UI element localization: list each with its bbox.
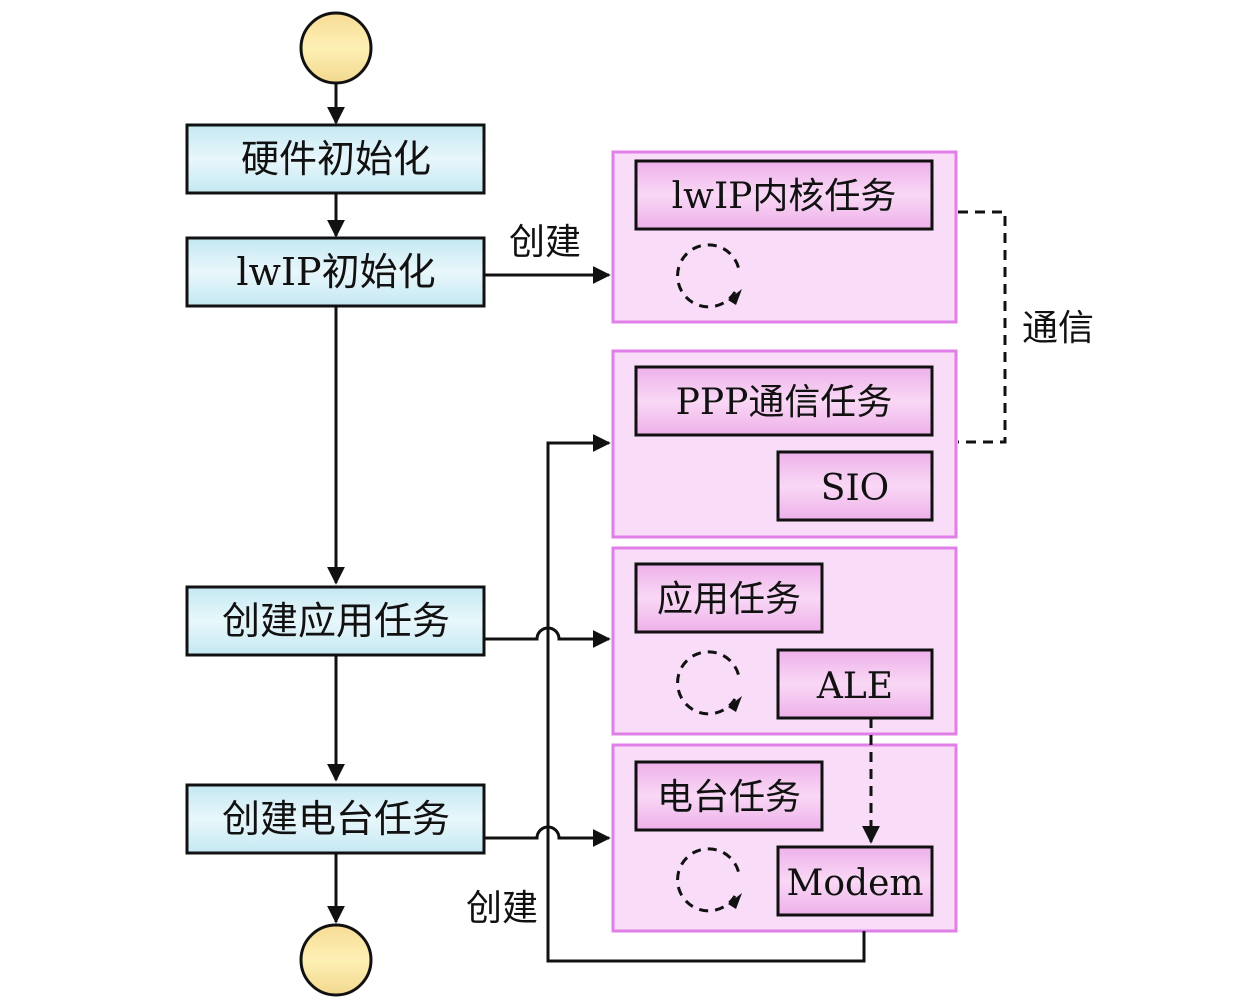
task-ale-label: ALE bbox=[816, 666, 893, 707]
task-modem-label: Modem bbox=[786, 863, 923, 904]
task-radio-label: 电台任务 bbox=[657, 777, 801, 818]
flow-step-lwip-init-label: lwIP初始化 bbox=[236, 250, 435, 294]
loop-icon bbox=[676, 243, 742, 309]
arrow-modem-to-ppp bbox=[546, 434, 866, 963]
flow-step-hw-init-label: 硬件初始化 bbox=[241, 137, 431, 181]
task-lwip-core-label: lwIP内核任务 bbox=[672, 176, 897, 217]
task-ale bbox=[776, 648, 934, 720]
edge-label-communication: 通信 bbox=[1022, 308, 1094, 349]
flow-step-create-app-task bbox=[185, 585, 486, 657]
task-radio bbox=[634, 760, 824, 832]
start-node bbox=[299, 11, 373, 85]
task-app bbox=[634, 562, 824, 634]
end-node bbox=[299, 923, 373, 997]
task-sio-label: SIO bbox=[821, 468, 889, 509]
task-modem bbox=[776, 845, 934, 917]
communication-link bbox=[958, 210, 1007, 444]
flow-step-hw-init bbox=[185, 123, 486, 195]
task-app-label: 应用任务 bbox=[657, 579, 801, 620]
task-sio bbox=[776, 450, 934, 522]
edge-label-create-top: 创建 bbox=[509, 222, 581, 263]
loop-icon bbox=[676, 847, 742, 913]
loop-icon bbox=[676, 650, 742, 716]
task-ppp-label: PPP通信任务 bbox=[676, 382, 893, 423]
flow-step-create-radio-task bbox=[185, 783, 486, 855]
task-ppp bbox=[634, 365, 934, 437]
task-lwip-core bbox=[634, 159, 934, 231]
flow-step-lwip-init bbox=[185, 236, 486, 308]
flow-step-create-app-task-label: 创建应用任务 bbox=[222, 599, 450, 643]
flow-step-create-radio-task-label: 创建电台任务 bbox=[222, 797, 450, 841]
edge-label-create-bottom: 创建 bbox=[466, 888, 538, 929]
